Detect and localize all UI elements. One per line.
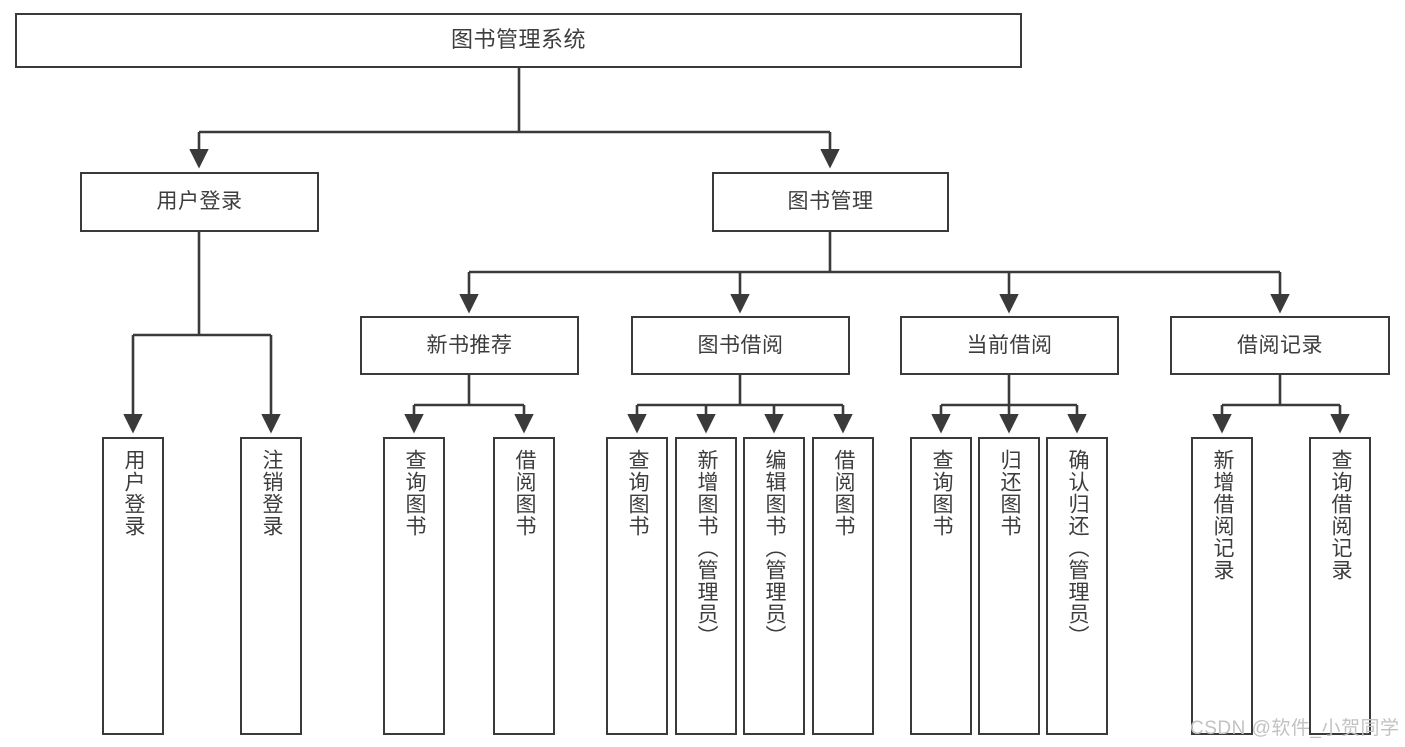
- leaf-add-book-admin[interactable]: 新增图书（管理员）: [675, 437, 737, 735]
- node-label: 用户登录: [156, 190, 243, 214]
- leaf-query-book-current[interactable]: 查询图书: [910, 437, 972, 735]
- csdn-watermark: CSDN @软件_小贺同学: [1190, 718, 1400, 739]
- node-label: 新增图书（管理员）: [695, 449, 719, 647]
- node-label: 当前借阅: [966, 333, 1053, 357]
- node-label: 新增借阅记录: [1211, 449, 1235, 581]
- leaf-confirm-return-admin[interactable]: 确认归还（管理员）: [1046, 437, 1108, 735]
- node-label: 新书推荐: [426, 333, 513, 357]
- leaf-return-book[interactable]: 归还图书: [978, 437, 1040, 735]
- node-label: 查询图书: [403, 449, 427, 537]
- leaf-edit-book-admin[interactable]: 编辑图书（管理员）: [743, 437, 805, 735]
- node-label: 图书管理系统: [450, 27, 586, 53]
- leaf-borrow-book-recommend[interactable]: 借阅图书: [493, 437, 555, 735]
- node-book-borrow[interactable]: 图书借阅: [631, 316, 850, 375]
- node-current-borrow[interactable]: 当前借阅: [900, 316, 1119, 375]
- node-label: 查询图书: [930, 449, 954, 537]
- node-label: 确认归还（管理员）: [1066, 449, 1090, 647]
- leaf-add-borrow-record[interactable]: 新增借阅记录: [1191, 437, 1253, 735]
- node-label: 归还图书: [998, 449, 1022, 537]
- leaf-query-book-recommend[interactable]: 查询图书: [383, 437, 445, 735]
- leaf-query-borrow-record[interactable]: 查询借阅记录: [1309, 437, 1371, 735]
- node-book-management[interactable]: 图书管理: [712, 172, 949, 232]
- node-label: 编辑图书（管理员）: [763, 449, 787, 647]
- node-label: 借阅图书: [832, 449, 856, 537]
- node-label: 查询图书: [626, 449, 650, 537]
- node-user-login[interactable]: 用户登录: [80, 172, 319, 232]
- leaf-user-login[interactable]: 用户登录: [102, 437, 164, 735]
- leaf-borrow-book[interactable]: 借阅图书: [812, 437, 874, 735]
- node-root-system[interactable]: 图书管理系统: [15, 13, 1022, 68]
- leaf-logout[interactable]: 注销登录: [240, 437, 302, 735]
- node-label: 图书借阅: [697, 333, 784, 357]
- node-label: 查询借阅记录: [1329, 449, 1353, 581]
- node-new-book-recommend[interactable]: 新书推荐: [360, 316, 579, 375]
- node-label: 借阅记录: [1237, 333, 1323, 357]
- node-borrow-records[interactable]: 借阅记录: [1170, 316, 1390, 375]
- leaf-query-book-borrow[interactable]: 查询图书: [606, 437, 668, 735]
- node-label: 注销登录: [260, 449, 284, 537]
- node-label: 图书管理: [787, 190, 874, 214]
- node-label: 借阅图书: [513, 449, 537, 537]
- node-label: 用户登录: [122, 449, 146, 537]
